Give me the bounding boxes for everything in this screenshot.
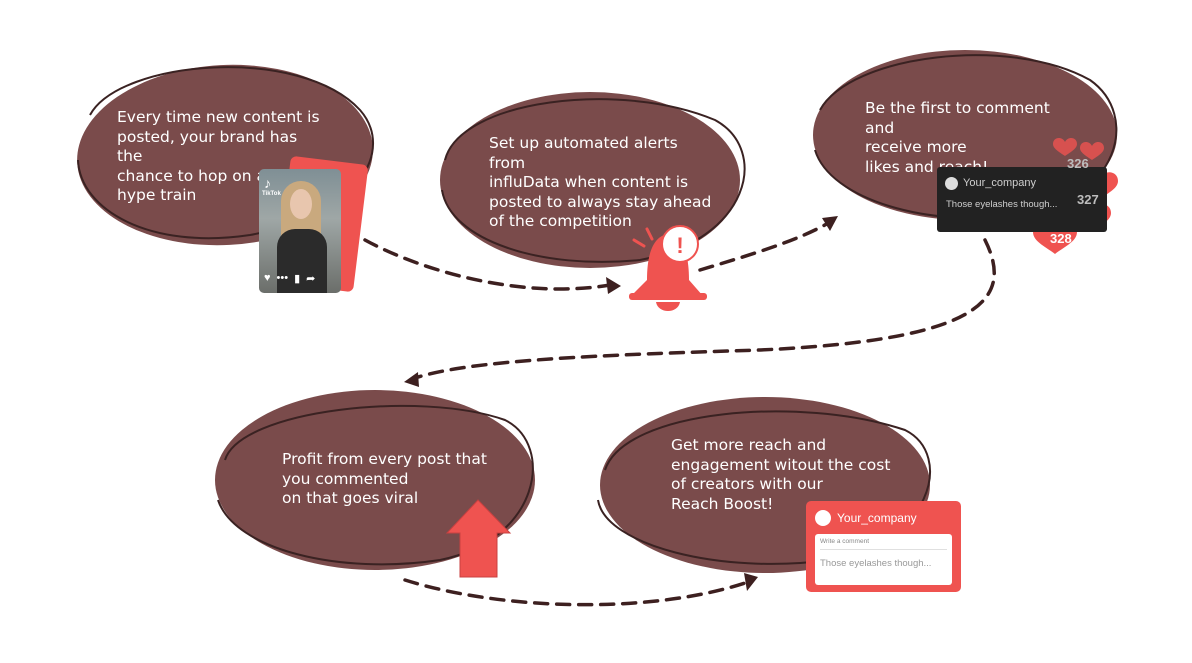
comment-notification-card: Your_company Those eyelashes though...: [937, 167, 1107, 232]
like-icon: ♥: [264, 272, 271, 284]
comment-text: Those eyelashes though...: [946, 199, 1058, 210]
divider: [820, 549, 947, 550]
like-count: 327: [1077, 192, 1099, 207]
company-avatar: [815, 510, 831, 526]
connector-1-2: [363, 238, 612, 291]
bubble-step-2: [440, 92, 746, 268]
connector-3-4: [413, 238, 996, 380]
company-avatar: [945, 177, 958, 190]
tiktok-post-card: ♪ TikTok ♥ ••• ▮ ➦: [259, 169, 341, 293]
comment-icon: •••: [276, 272, 289, 284]
comment-box: Write a comment Those eyelashes though..…: [815, 534, 952, 585]
heart-icon: [1080, 142, 1104, 160]
share-icon: ➦: [306, 273, 316, 285]
creator-face: [290, 189, 312, 219]
connector-4-5: [403, 578, 750, 607]
bookmark-icon: ▮: [294, 273, 301, 285]
tiktok-logo-icon: ♪: [264, 175, 271, 191]
company-name: Your_company: [963, 177, 1036, 189]
tiktok-label: TikTok: [262, 191, 281, 197]
like-count: 328: [1050, 231, 1072, 246]
bell-alert-icon: [629, 225, 707, 311]
arrowhead-4: [744, 573, 758, 591]
like-count: 326: [1067, 156, 1089, 171]
company-name: Your_company: [837, 511, 917, 525]
up-arrow-icon: [445, 499, 512, 578]
arrowhead-2: [822, 216, 838, 231]
post-action-icons: ♥ ••• ▮ ➦: [264, 272, 315, 285]
connector-2-3: [698, 220, 832, 272]
heart-icon: [1053, 138, 1077, 156]
arrowhead-1: [606, 277, 621, 294]
alert-badge: !: [676, 233, 683, 258]
reach-boost-card: Your_company Write a comment Those eyela…: [806, 501, 961, 592]
arrowhead-3: [404, 372, 419, 387]
comment-box-label: Write a comment: [820, 538, 870, 545]
comment-text: Those eyelashes though...: [820, 558, 932, 569]
creator-body: [277, 229, 327, 293]
